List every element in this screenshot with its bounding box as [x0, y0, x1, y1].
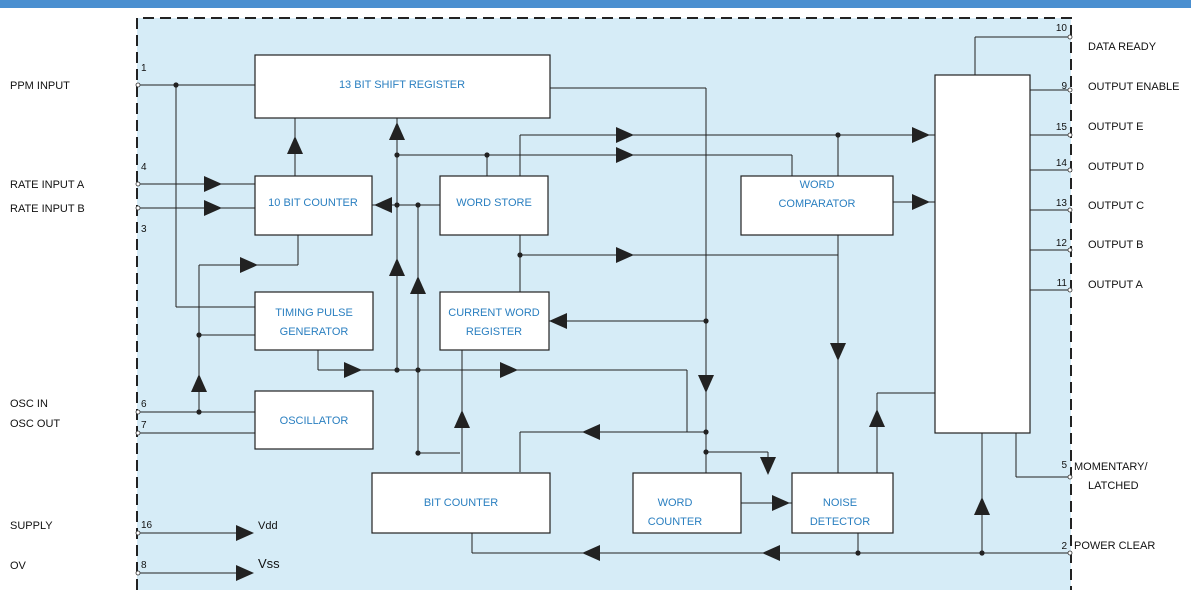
block-word-comparator: WORD COMPARATOR [740, 175, 894, 236]
output-enable-label: OUTPUT ENABLE [1088, 81, 1180, 93]
block-word-store: WORD STORE [439, 175, 549, 236]
timing-pulse-label-1: TIMING PULSE [275, 307, 353, 319]
word-comparator-label-2: COMPARATOR [778, 198, 855, 210]
shift-register-label: 13 BIT SHIFT REGISTER [339, 79, 465, 91]
pin-16: 16 [141, 520, 153, 531]
pin-9: 9 [1061, 81, 1067, 92]
oscillator-label: OSCILLATOR [280, 415, 349, 427]
momentary-label: MOMENTARY/ [1074, 461, 1148, 473]
block-10-bit-counter: 10 BIT COUNTER [254, 175, 373, 236]
output-a-label: OUTPUT A [1088, 279, 1143, 291]
current-word-label-2: REGISTER [466, 326, 522, 338]
pin-10: 10 [1056, 23, 1068, 34]
ov-label: OV [10, 560, 27, 572]
right-signal-labels: DATA READY OUTPUT ENABLE OUTPUT E OUTPUT… [1074, 41, 1180, 552]
word-counter-label-1: WORD [658, 497, 693, 509]
vdd-label: Vdd [258, 520, 278, 532]
osc-out-label: OSC OUT [10, 418, 60, 430]
10-bit-counter-label: 10 BIT COUNTER [268, 197, 358, 209]
data-ready-label: DATA READY [1088, 41, 1157, 53]
junction-dots [173, 82, 985, 556]
ppm-input-label: PPM INPUT [10, 80, 70, 92]
pin-6: 6 [141, 399, 147, 410]
block-bit-counter: BIT COUNTER [371, 472, 551, 534]
noise-detector-label-1: NOISE [823, 497, 857, 509]
vss-label: Vss [258, 556, 280, 571]
pin-2: 2 [1061, 541, 1067, 552]
current-word-label-1: CURRENT WORD [448, 307, 540, 319]
output-b-label: OUTPUT B [1088, 239, 1143, 251]
chip-outline [136, 17, 1072, 590]
pin-3: 3 [141, 224, 147, 235]
block-shift-register: 13 BIT SHIFT REGISTER [254, 54, 551, 119]
output-c-label: OUTPUT C [1088, 200, 1144, 212]
pin-4: 4 [141, 162, 147, 173]
supply-label: SUPPLY [10, 520, 53, 532]
pin-8: 8 [141, 560, 147, 571]
power-clear-label: POWER CLEAR [1074, 540, 1155, 552]
latched-label: LATCHED [1088, 480, 1139, 492]
pin-7: 7 [141, 420, 147, 431]
block-current-word-register: CURRENT WORD REGISTER [439, 291, 550, 351]
pin-numbers: 1 4 3 6 7 16 8 10 9 15 14 13 12 11 5 2 [141, 23, 1067, 571]
pin-15: 15 [1056, 122, 1068, 133]
block-output-latch [934, 74, 1031, 434]
bit-counter-label: BIT COUNTER [424, 497, 498, 509]
block-timing-pulse-generator: TIMING PULSE GENERATOR [254, 291, 374, 351]
top-rule [0, 0, 1191, 8]
left-signal-labels: PPM INPUT RATE INPUT A RATE INPUT B OSC … [10, 80, 85, 572]
noise-detector-label-2: DETECTOR [810, 516, 870, 528]
signal-arrows [191, 122, 990, 581]
word-counter-label-2: COUNTER [648, 516, 702, 528]
rate-input-b-label: RATE INPUT B [10, 203, 85, 215]
block-noise-detector: NOISE DETECTOR [791, 472, 894, 534]
block-oscillator: OSCILLATOR [254, 390, 374, 450]
pin-1: 1 [141, 63, 147, 74]
pin-13: 13 [1056, 198, 1068, 209]
pin-12: 12 [1056, 238, 1068, 249]
osc-in-label: OSC IN [10, 398, 48, 410]
pin-5: 5 [1061, 460, 1067, 471]
word-comparator-label-1: WORD [800, 179, 835, 191]
pin-14: 14 [1056, 158, 1068, 169]
output-d-label: OUTPUT D [1088, 161, 1144, 173]
timing-pulse-label-2: GENERATOR [280, 326, 349, 338]
pin-11: 11 [1057, 278, 1068, 289]
word-store-label: WORD STORE [456, 197, 532, 209]
rate-input-a-label: RATE INPUT A [10, 179, 85, 191]
output-e-label: OUTPUT E [1088, 121, 1143, 133]
block-word-counter: WORD COUNTER [632, 472, 742, 534]
pin-markers [135, 34, 1073, 576]
